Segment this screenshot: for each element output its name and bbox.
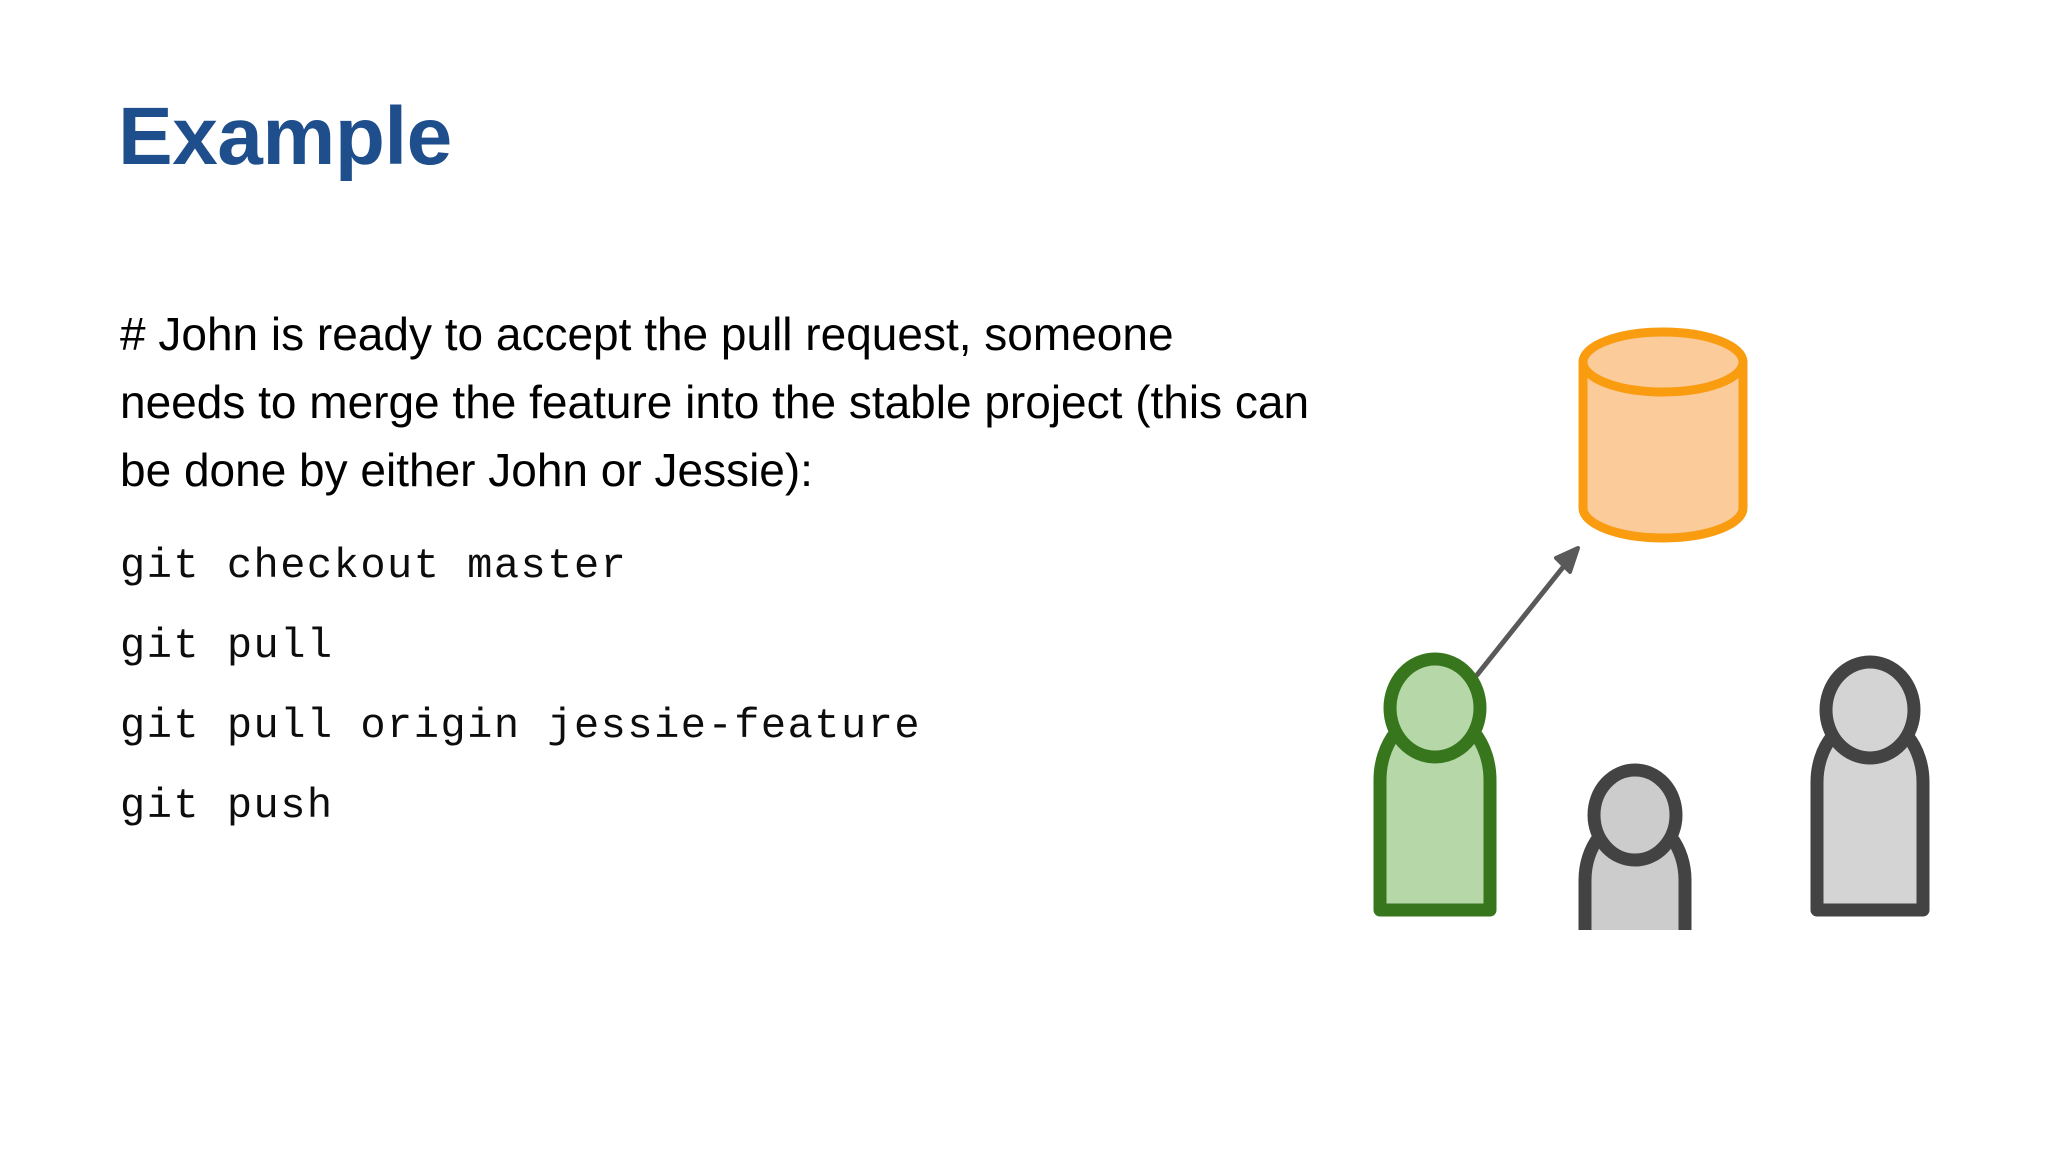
code-line-4: git push xyxy=(120,782,334,830)
body-paragraph: # John is ready to accept the pull reque… xyxy=(120,308,1310,496)
workflow-diagram xyxy=(1340,290,2040,930)
code-line-2: git pull xyxy=(120,622,334,670)
code-line-1: git checkout master xyxy=(120,542,628,590)
page-title: Example xyxy=(118,91,452,182)
person-gray-middle-icon xyxy=(1578,763,1692,930)
person-green-icon xyxy=(1373,652,1497,917)
person-gray-right-icon xyxy=(1810,655,1930,917)
content-column: # John is ready to accept the pull reque… xyxy=(120,300,1320,846)
code-line-3: git pull origin jessie-feature xyxy=(120,702,922,750)
code-block: git checkout master git pull git pull or… xyxy=(120,526,1320,846)
push-arrow-icon xyxy=(1474,546,1580,678)
repository-cylinder-icon xyxy=(1578,327,1748,543)
